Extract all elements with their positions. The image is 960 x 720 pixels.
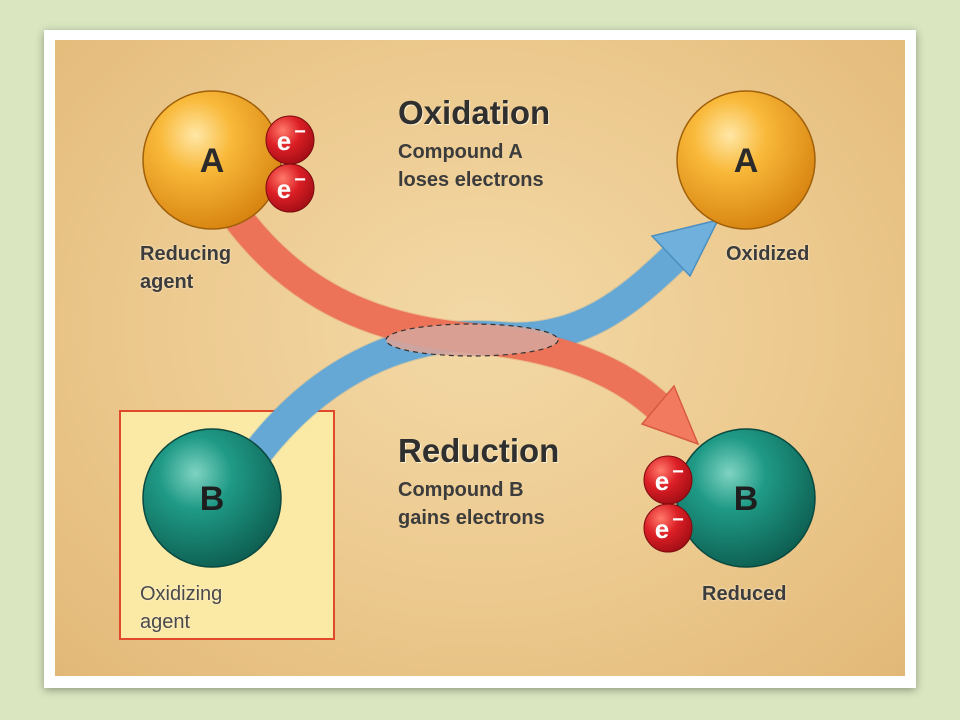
reduced-label: Reduced <box>702 583 787 605</box>
svg-text:−: − <box>294 121 306 143</box>
compound-a-oxidized-letter: A <box>734 142 759 180</box>
reduction-title: Reduction <box>398 432 560 469</box>
oxidation-line1: Compound A <box>398 141 523 163</box>
svg-text:e: e <box>277 126 291 156</box>
compound-a-oxidized: A <box>676 90 816 230</box>
electron-b-top: e − <box>643 455 693 505</box>
compound-a-reducing-agent: A <box>142 90 282 230</box>
electron-a-bottom: e − <box>265 163 315 213</box>
oxidizing-agent-label-line2: agent <box>140 611 191 633</box>
compound-b-letter: B <box>200 480 225 518</box>
svg-text:−: − <box>672 461 684 483</box>
svg-text:−: − <box>294 169 306 191</box>
svg-text:e: e <box>655 514 669 544</box>
reduction-line2: gains electrons <box>398 507 545 529</box>
oxidation-line2: loses electrons <box>398 169 544 191</box>
oxidizing-agent-label-line1: Oxidizing <box>140 583 223 605</box>
svg-text:e: e <box>655 466 669 496</box>
svg-text:e: e <box>277 174 291 204</box>
oxidation-title: Oxidation <box>398 94 551 131</box>
electron-b-bottom: e − <box>643 503 693 553</box>
svg-text:−: − <box>672 509 684 531</box>
compound-b-reduced-letter: B <box>734 480 759 518</box>
compound-b-reduced: B <box>676 428 816 568</box>
compound-b-oxidizing-agent: B <box>142 428 282 568</box>
reduction-line1: Compound B <box>398 479 524 501</box>
oxidized-label: Oxidized <box>726 243 810 265</box>
electron-a-top: e − <box>265 115 315 165</box>
compound-a-letter: A <box>200 142 225 180</box>
reducing-agent-label-line1: Reducing <box>140 243 232 265</box>
reducing-agent-label-line2: agent <box>140 271 194 293</box>
arrow-crossing-overlap <box>385 323 559 357</box>
